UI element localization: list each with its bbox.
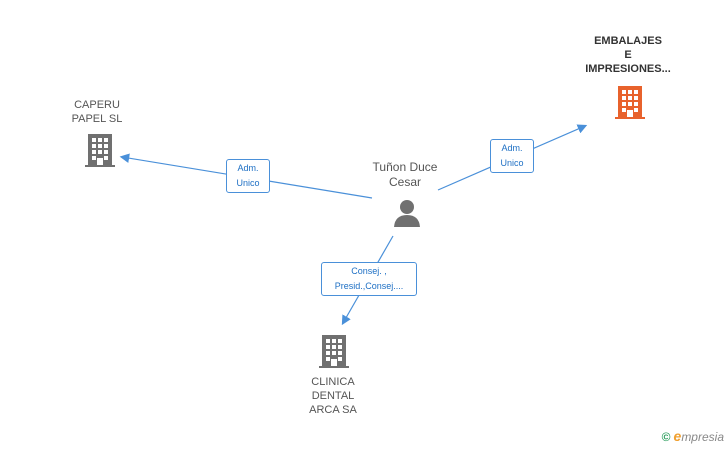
node-label-line: E [624, 49, 632, 61]
node-label-embalajes[interactable]: EMBALAJES E IMPRESIONES... [558, 34, 698, 76]
edge-label-line: Adm. [501, 143, 523, 153]
edge-label-line: Adm. [237, 163, 259, 173]
copyright-symbol: © [661, 430, 671, 444]
node-label-line: IMPRESIONES... [585, 63, 671, 75]
node-label-line: EMBALAJES [594, 35, 662, 47]
empresia-logo-text: mpresia [681, 430, 724, 444]
edge-label-caperu[interactable]: Adm. Unico [226, 159, 270, 193]
node-label-person[interactable]: Tuñon Duce Cesar [335, 160, 475, 190]
node-label-line: DENTAL [311, 390, 355, 402]
edge-label-line: Unico [236, 178, 260, 188]
node-label-line: CLINICA [311, 376, 355, 388]
edge-label-line: Unico [500, 158, 524, 168]
edge-label-line: Consej. , [351, 266, 387, 276]
node-label-line: PAPEL SL [71, 113, 123, 125]
building-icon-caperu[interactable] [84, 132, 116, 168]
person-icon[interactable] [391, 198, 423, 228]
node-label-line: CAPERU [74, 99, 120, 111]
edge-label-line: Presid.,Consej.... [334, 281, 404, 291]
node-label-clinica[interactable]: CLINICA DENTAL ARCA SA [263, 375, 403, 417]
empresia-watermark: ©empresia [662, 428, 724, 444]
building-icon-embalajes[interactable] [614, 84, 646, 120]
edge-label-clinica[interactable]: Consej. , Presid.,Consej.... [321, 262, 417, 296]
node-label-line: ARCA SA [309, 404, 357, 416]
node-label-caperu[interactable]: CAPERU PAPEL SL [27, 98, 167, 126]
node-label-line: Cesar [388, 175, 421, 189]
empresia-logo-initial: e [673, 428, 682, 444]
node-label-line: Tuñon Duce [372, 160, 438, 174]
edge-label-embalajes[interactable]: Adm. Unico [490, 139, 534, 173]
building-icon-clinica[interactable] [318, 333, 350, 369]
